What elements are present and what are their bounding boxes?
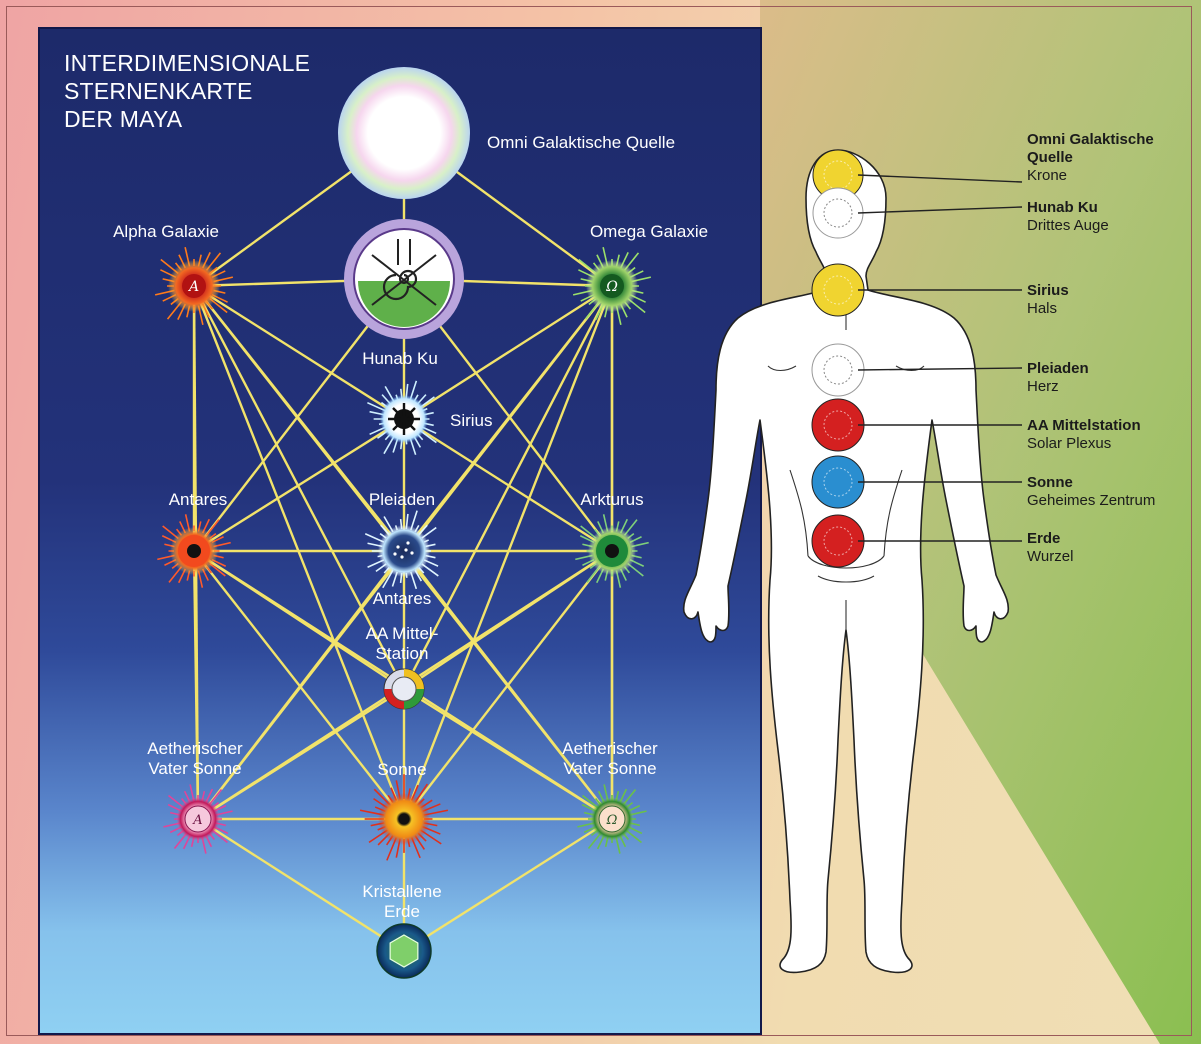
connection-line — [404, 419, 612, 551]
legend-item-4: Pleiaden Herz — [1027, 360, 1089, 396]
pleiaden-dot — [404, 548, 407, 551]
label-aetherischer-left: Aetherischer Vater Sonne — [125, 739, 265, 779]
label-erde-line-1: Kristallene — [342, 882, 462, 902]
legend-sub-6: Geheimes Zentrum — [1027, 492, 1155, 510]
pleiaden-dot — [400, 555, 403, 558]
chakra-circle — [812, 515, 864, 567]
label-aeth-left-line-2: Vater Sonne — [125, 759, 265, 779]
legend-name-7: Erde — [1027, 530, 1073, 548]
label-aa-line-2: Station — [342, 644, 462, 664]
label-antares-left: Antares — [148, 490, 248, 510]
omni-galaktische-quelle-orb — [338, 67, 470, 199]
chakra-circle — [812, 456, 864, 508]
legend-item-3: Sirius Hals — [1027, 282, 1069, 318]
legend-item-7: Erde Wurzel — [1027, 530, 1073, 566]
aetherischer-right-symbol: Ω — [606, 813, 618, 828]
label-hunab-ku: Hunab Ku — [345, 349, 455, 369]
label-sirius: Sirius — [450, 411, 493, 431]
label-alpha-galaxie: Alpha Galaxie — [96, 222, 236, 242]
legend-sub-2: Drittes Auge — [1027, 217, 1109, 235]
chakra-circle — [813, 188, 863, 238]
legend-item-2: Hunab Ku Drittes Auge — [1027, 199, 1109, 235]
alpha-symbol: A — [187, 279, 199, 295]
label-arkturus: Arkturus — [562, 490, 662, 510]
aetherischer-left-symbol: A — [192, 813, 202, 828]
pleiaden-dot — [396, 545, 399, 548]
aa-mittelstation-center — [392, 677, 416, 701]
chakra-circle — [812, 264, 864, 316]
legend-name-4: Pleiaden — [1027, 360, 1089, 378]
pleiaden-dot — [406, 541, 409, 544]
legend-sub-3: Hals — [1027, 300, 1069, 318]
title-line-3: DER MAYA — [64, 105, 310, 133]
label-aetherischer-right: Aetherischer Vater Sonne — [540, 739, 680, 779]
chakra-circle — [812, 344, 864, 396]
legend-item-1: Omni Galaktische Quelle Krone — [1027, 131, 1154, 185]
map-title: INTERDIMENSIONALE STERNENKARTE DER MAYA — [64, 49, 310, 133]
star-map-panel: A Ω A Ω INTERDIMENSIONALE STERNENKARTE DER … — [38, 27, 762, 1035]
antares-left-core — [187, 544, 201, 558]
arkturus-core — [605, 544, 619, 558]
legend-name-2: Hunab Ku — [1027, 199, 1109, 217]
label-aeth-right-line-1: Aetherischer — [540, 739, 680, 759]
pleiaden-dot — [410, 551, 413, 554]
label-pleiaden: Pleiaden — [352, 490, 452, 510]
legend-sub-1: Krone — [1027, 167, 1154, 185]
legend-name-1: Omni Galaktische — [1027, 131, 1154, 149]
omega-symbol: Ω — [605, 279, 618, 295]
legend-name-6: Sonne — [1027, 474, 1155, 492]
connection-line — [194, 419, 404, 551]
pleiaden-dot — [393, 552, 396, 555]
label-omni: Omni Galaktische Quelle — [487, 133, 675, 153]
human-body-figure — [670, 130, 1201, 990]
label-aa-mittelstation: AA Mittel- Station — [342, 624, 462, 664]
legend-sub-5: Solar Plexus — [1027, 435, 1141, 453]
legend-item-6: Sonne Geheimes Zentrum — [1027, 474, 1155, 510]
label-sonne: Sonne — [352, 760, 452, 780]
label-aeth-right-line-2: Vater Sonne — [540, 759, 680, 779]
title-line-2: STERNENKARTE — [64, 77, 310, 105]
label-kristallene-erde: Kristallene Erde — [342, 882, 462, 922]
legend-sub-4: Herz — [1027, 378, 1089, 396]
legend-name-5: AA Mittelstation — [1027, 417, 1141, 435]
legend-name-3: Sirius — [1027, 282, 1069, 300]
sonne-core — [399, 814, 409, 824]
legend-item-5: AA Mittelstation Solar Plexus — [1027, 417, 1141, 453]
title-line-1: INTERDIMENSIONALE — [64, 49, 310, 77]
label-aeth-left-line-1: Aetherischer — [125, 739, 265, 759]
chakra-circle — [812, 399, 864, 451]
legend-name-1b: Quelle — [1027, 149, 1154, 167]
pleiaden-star — [378, 525, 430, 577]
legend-sub-7: Wurzel — [1027, 548, 1073, 566]
label-aa-line-1: AA Mittel- — [342, 624, 462, 644]
label-antares-center: Antares — [352, 589, 452, 609]
label-erde-line-2: Erde — [342, 902, 462, 922]
